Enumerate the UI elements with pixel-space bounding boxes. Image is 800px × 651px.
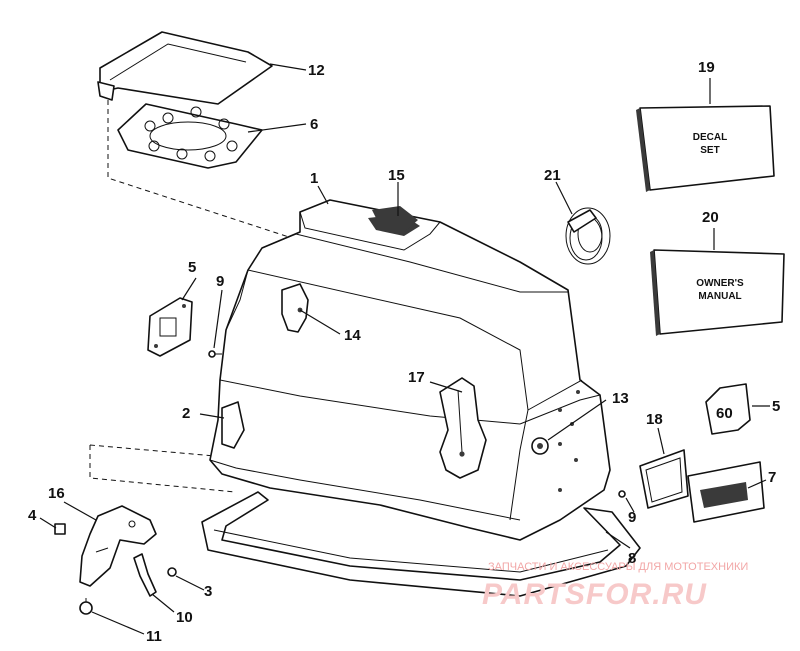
part-9-screw-right xyxy=(618,490,626,498)
callout-20: 20 xyxy=(702,209,719,226)
callout-16: 16 xyxy=(48,485,65,502)
part-10-strap xyxy=(133,553,157,597)
part-3-screw xyxy=(167,567,177,577)
part-15-vent-trim xyxy=(372,206,418,232)
part-18-plate xyxy=(639,449,689,509)
watermark-brand: PARTSFOR.RU xyxy=(482,578,707,611)
part-2-clip xyxy=(221,401,245,449)
alignment-line-bracket xyxy=(89,444,236,493)
part-16-bracket xyxy=(79,505,157,587)
callout-19: 19 xyxy=(698,59,715,76)
part-12-top-cover xyxy=(97,31,273,105)
callout-8: 8 xyxy=(628,550,636,567)
manual-line-1: OWNER'S xyxy=(696,278,744,289)
callout-2: 2 xyxy=(182,405,190,422)
callout-11: 11 xyxy=(146,628,162,645)
callout-5-left: 5 xyxy=(188,259,196,276)
part-13-grommet xyxy=(531,437,549,455)
part-5-latch-left xyxy=(147,297,193,357)
part-9-screw-left xyxy=(208,350,222,358)
callout-5-right: 5 xyxy=(772,398,780,415)
decal-set-box: DECAL SET xyxy=(636,105,775,192)
callout-1: 1 xyxy=(310,170,318,187)
callout-7: 7 xyxy=(768,469,776,486)
alignment-line-top xyxy=(107,100,299,241)
callout-10: 10 xyxy=(176,609,193,626)
part-5-badge-60: 60 xyxy=(705,383,751,435)
part-7-decal xyxy=(687,461,765,523)
owners-manual-box: OWNER'S MANUAL xyxy=(650,249,785,336)
callout-13: 13 xyxy=(612,390,629,407)
callout-3: 3 xyxy=(204,583,212,600)
manual-line-2: MANUAL xyxy=(698,291,741,302)
decal-line-2: SET xyxy=(700,145,719,156)
callout-9-right: 9 xyxy=(628,509,636,526)
callout-18: 18 xyxy=(646,411,663,428)
part-21-cable xyxy=(565,207,611,265)
callout-14: 14 xyxy=(344,327,361,344)
part-8-seal xyxy=(201,491,641,597)
part-1-engine-cover xyxy=(209,199,611,541)
part-11-fastener xyxy=(79,598,93,615)
callout-12: 12 xyxy=(308,62,325,79)
part-17-side-latch xyxy=(439,377,487,479)
badge-text: 60 xyxy=(716,405,733,422)
watermark-caption: ЗАПЧАСТИ И АКСЕССУАРЫ ДЛЯ МОТОТЕХНИКИ xyxy=(488,561,748,573)
part-6-gasket xyxy=(117,103,263,169)
callout-9-left: 9 xyxy=(216,273,224,290)
callout-17: 17 xyxy=(408,369,425,386)
decal-line-1: DECAL xyxy=(693,132,727,143)
part-4-nut xyxy=(54,523,66,535)
callout-15: 15 xyxy=(388,167,405,184)
leader-lines xyxy=(39,63,770,635)
callout-21: 21 xyxy=(544,167,561,184)
callout-4: 4 xyxy=(28,507,37,524)
callout-6: 6 xyxy=(310,116,318,133)
